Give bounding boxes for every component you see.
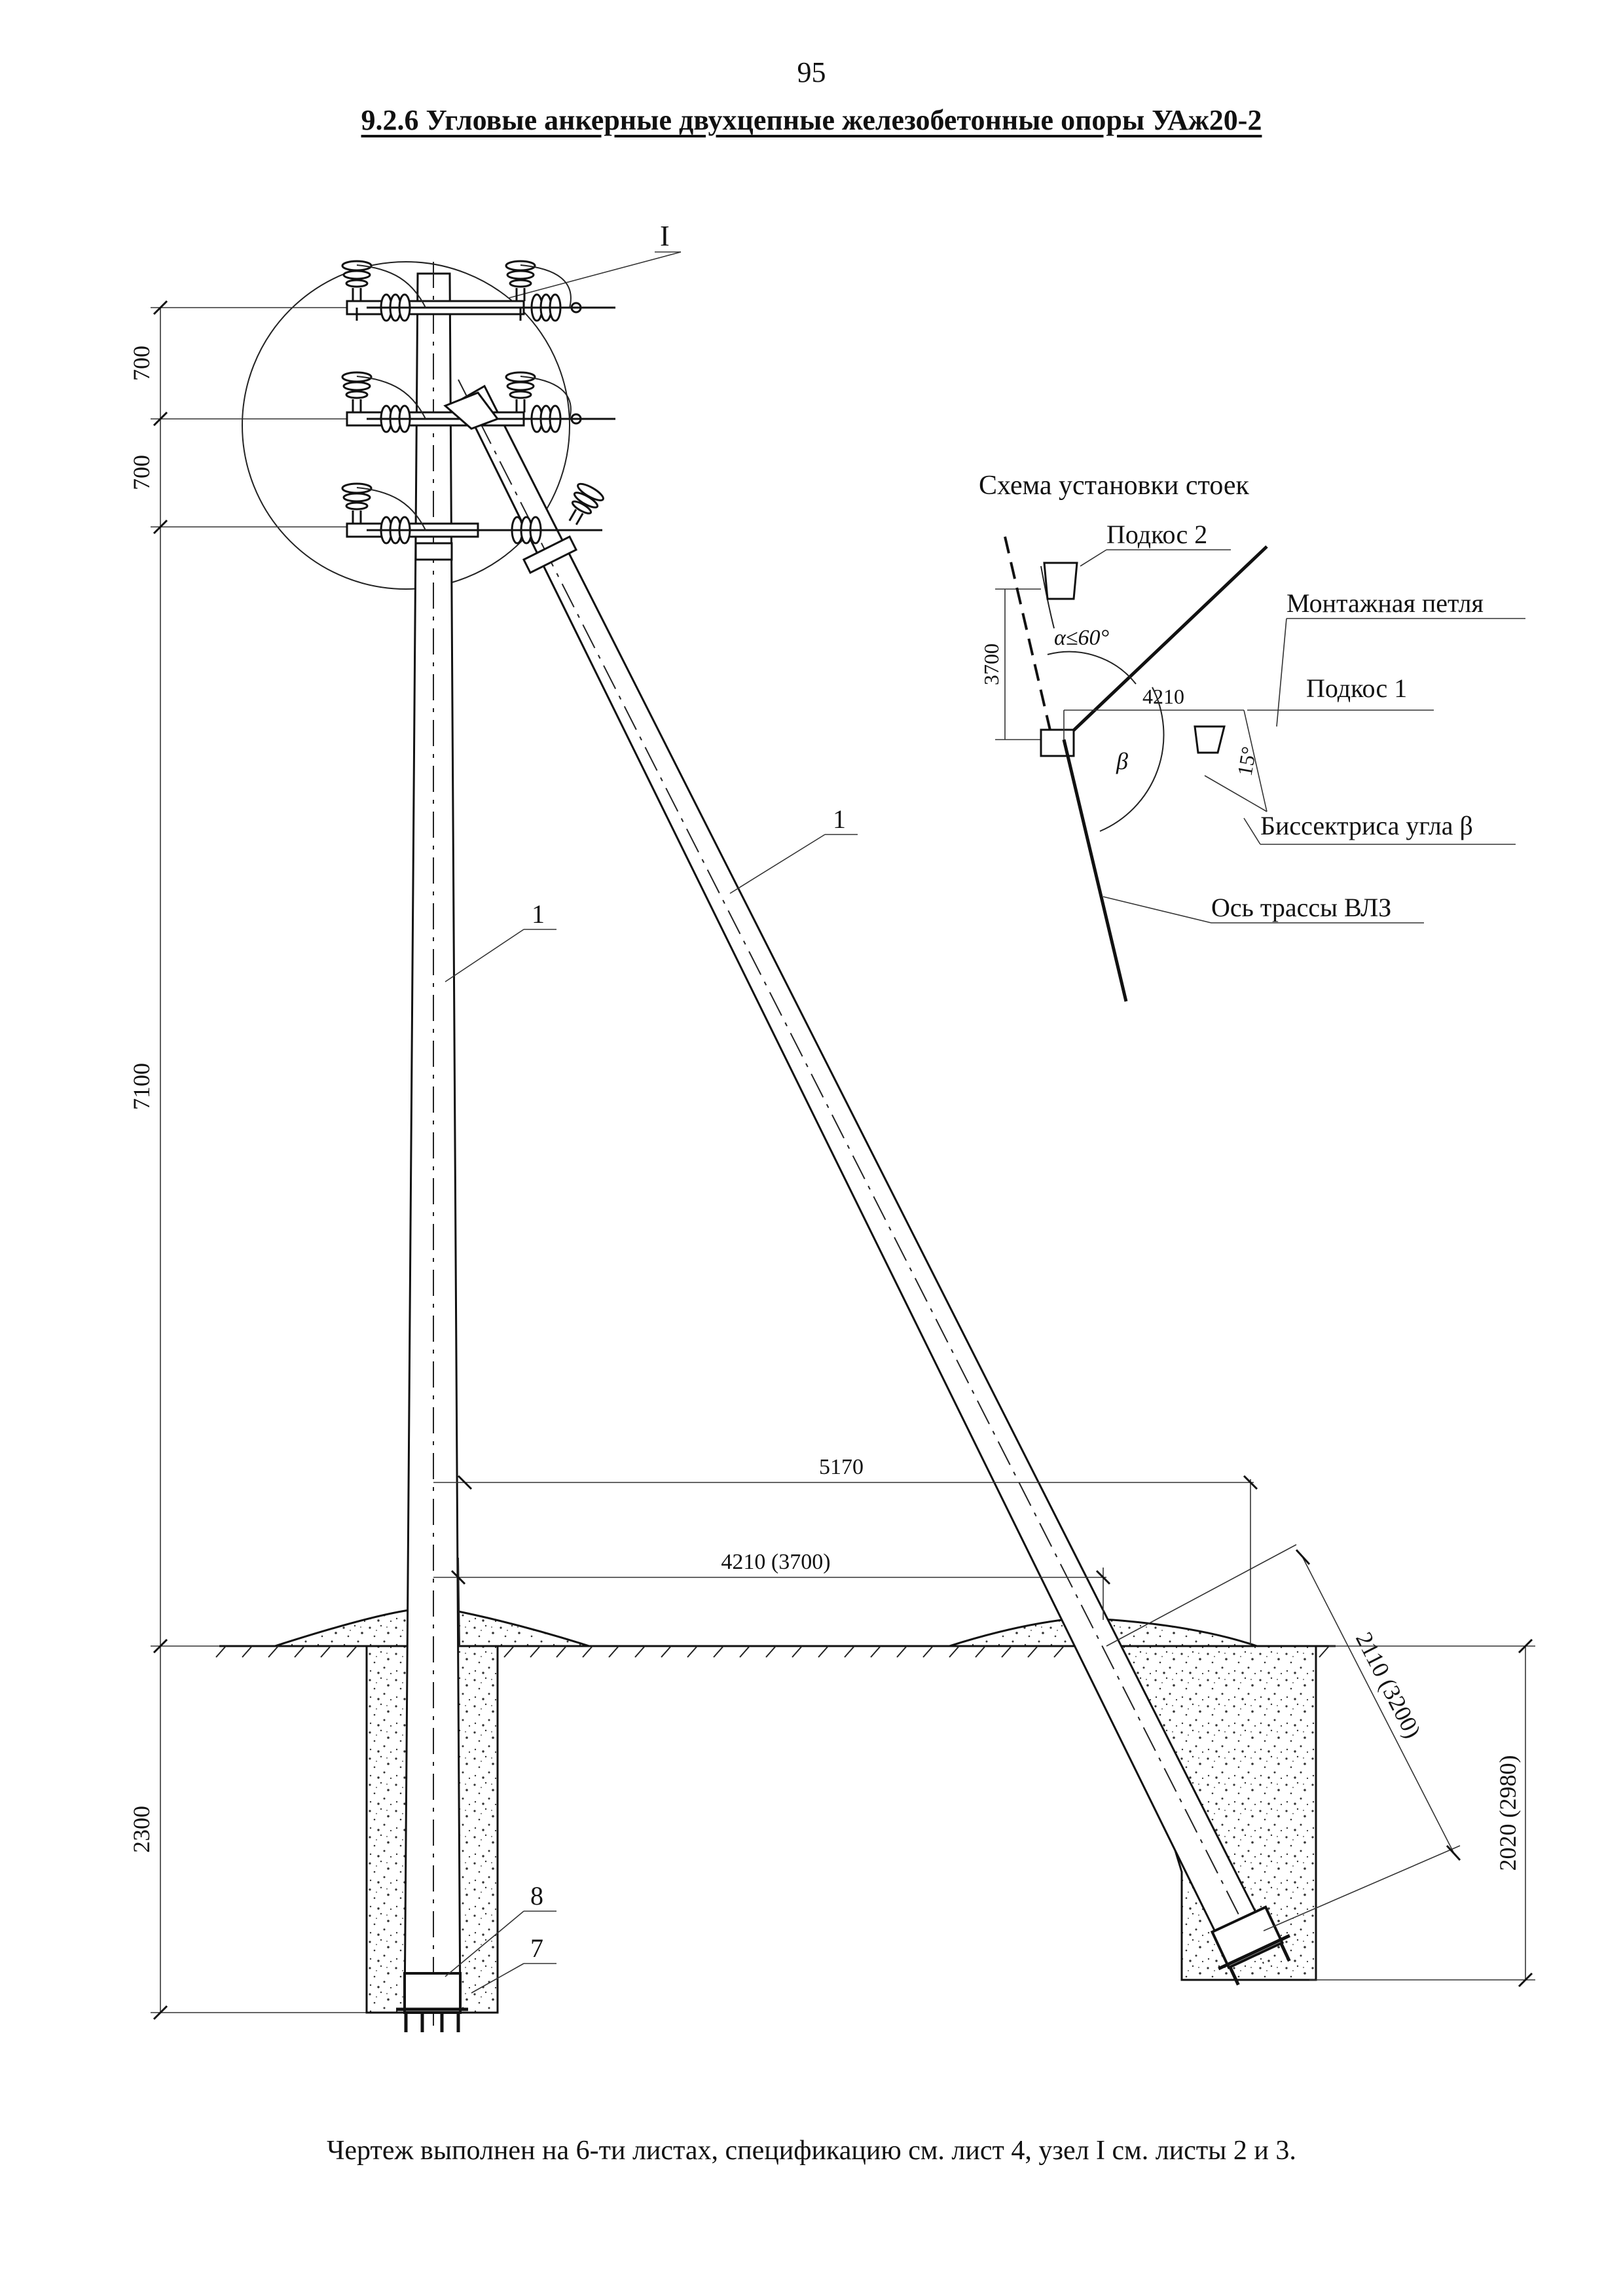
beta-label: β <box>1116 748 1128 774</box>
scheme-title: Схема установки стоек <box>979 471 1249 501</box>
strut-label: 1 <box>833 804 846 834</box>
post-label: 1 <box>532 899 545 929</box>
dim-5170: 5170 <box>819 1455 864 1479</box>
angle-15-label: 15° <box>1233 745 1261 778</box>
post-anchor-plate <box>396 1972 468 2032</box>
strut-anchor-plate <box>1210 1905 1291 1986</box>
installation-scheme: Схема установки стоек Подкос 2 Монтажная… <box>979 471 1525 1002</box>
strut-leader <box>729 834 826 894</box>
dim-2020: 2020 (2980) <box>1495 1755 1521 1871</box>
node-leader <box>509 251 682 298</box>
vertical-dimension-chain: 700 700 7100 2300 <box>128 300 367 2020</box>
strut-post <box>458 379 1272 1964</box>
node-label: I <box>660 220 670 252</box>
scheme-dim-4210: 4210 <box>1142 685 1184 708</box>
drawing-footnote: Чертеж выполнен на 6-ти листах, специфик… <box>327 2136 1296 2166</box>
crossarm-bottom <box>341 480 607 575</box>
strut1-label: Подкос 1 <box>1306 673 1407 703</box>
detail-7-label: 7 <box>530 1933 543 1963</box>
dim-4210: 4210 (3700) <box>721 1550 830 1574</box>
detail-8-leader <box>445 1910 524 1977</box>
node-circle <box>242 261 570 590</box>
ground-hatch <box>215 1645 1330 1658</box>
post-leader <box>445 929 524 982</box>
scheme-dim-3700: 3700 <box>979 643 1003 685</box>
alpha-label: α≤60° <box>1054 626 1110 650</box>
dim-7100: 7100 <box>128 1063 155 1110</box>
dim-700-bottom: 700 <box>128 455 155 490</box>
crossarm-middle <box>341 371 615 433</box>
bisector-label: Биссектриса угла β <box>1260 811 1473 840</box>
dim-2300: 2300 <box>128 1806 155 1853</box>
mount-loop-label: Монтажная петля <box>1286 588 1484 618</box>
strut2-label: Подкос 2 <box>1106 520 1207 549</box>
dim-700-top: 700 <box>128 346 155 381</box>
detail-7-leader <box>471 1963 524 1994</box>
route-axis-label: Ось трассы ВЛЗ <box>1211 893 1391 922</box>
horizontal-dimensions: 5170 4210 (3700) <box>433 1455 1258 1646</box>
crossarm-top <box>341 260 615 322</box>
page-number: 95 <box>797 56 826 88</box>
detail-8-label: 8 <box>530 1881 543 1910</box>
page-title: 9.2.6 Угловые анкерные двухцепные железо… <box>361 104 1262 136</box>
